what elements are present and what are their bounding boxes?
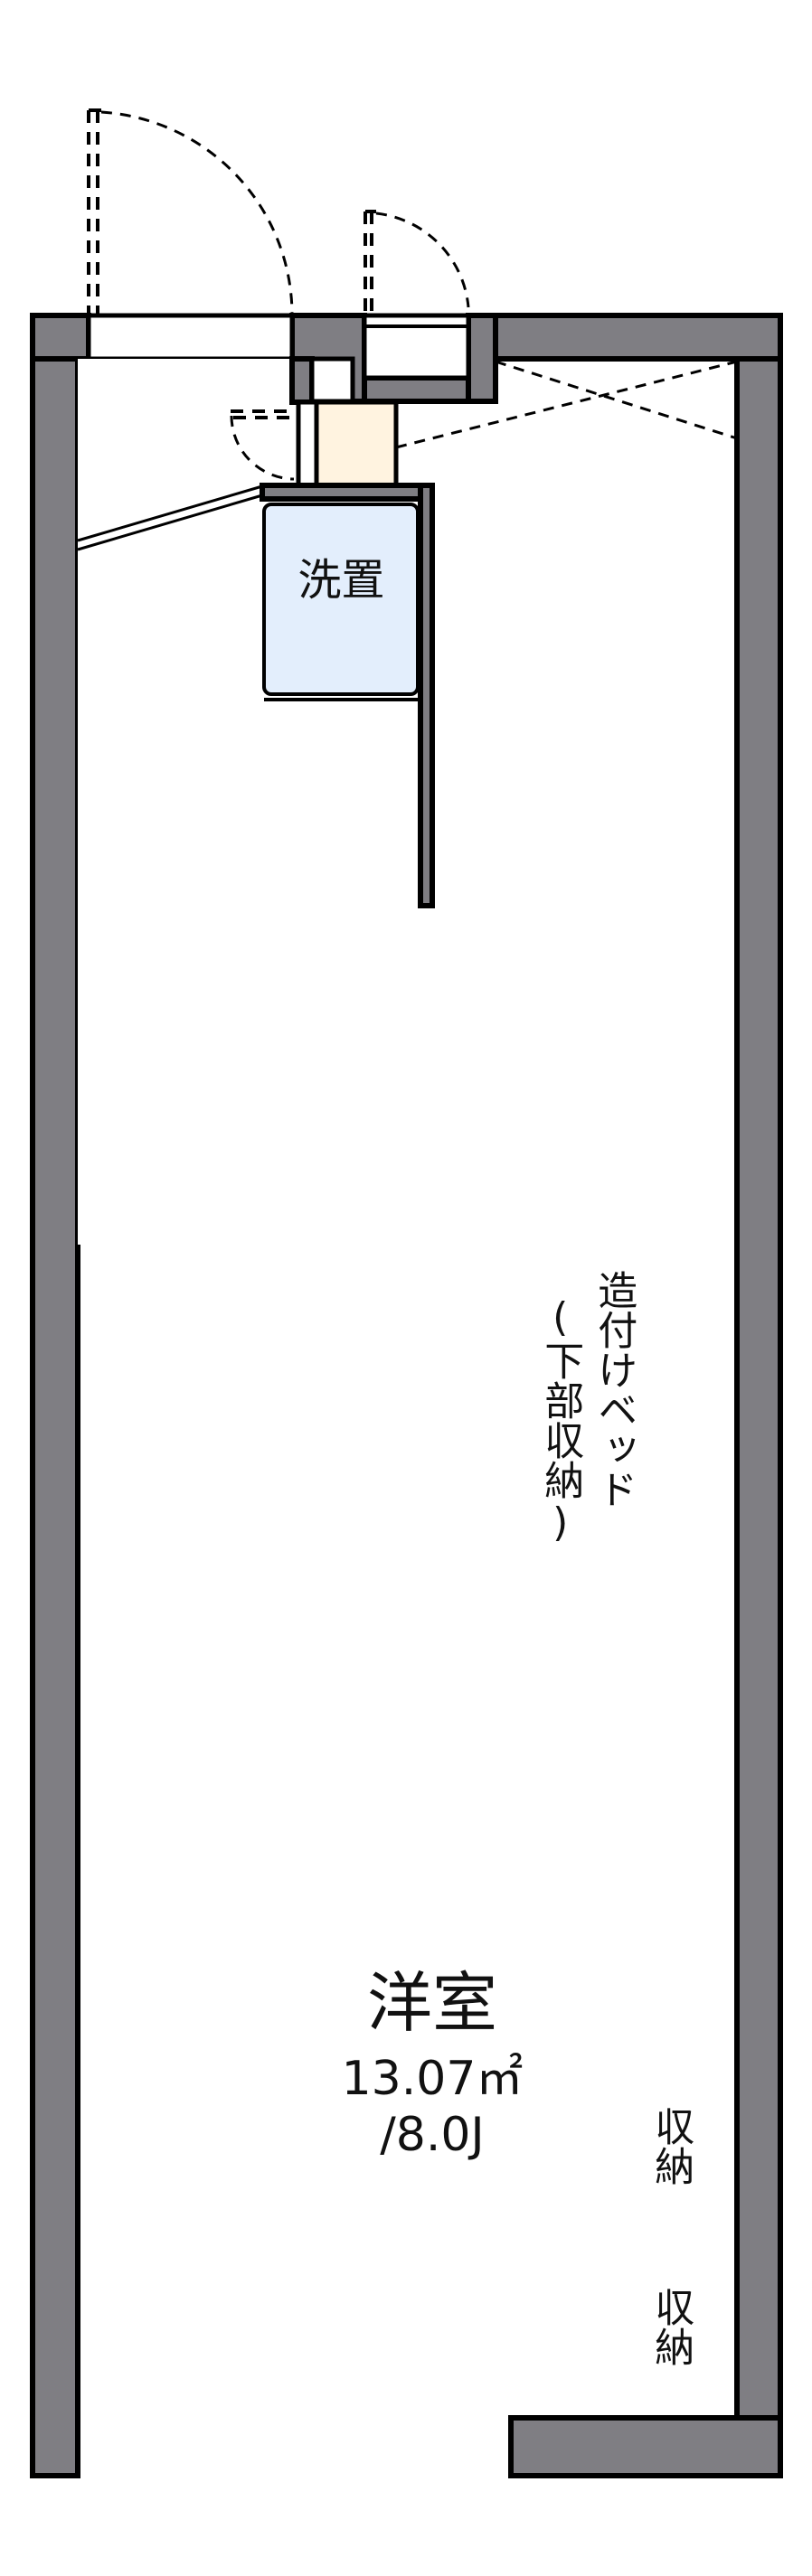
built-in-bed-label: 造付けベッド <box>590 1270 637 1509</box>
room-name: 洋室 <box>366 1965 497 2041</box>
small-door-swing <box>231 409 294 419</box>
ceiling-cross-upper <box>395 360 738 449</box>
entrance <box>86 108 295 362</box>
room-area: 13.07㎡ <box>341 2052 524 2106</box>
genkan-step <box>77 484 263 551</box>
small-door-arc <box>230 415 295 481</box>
storage-2-label: 収納 <box>647 2287 694 2366</box>
shoe-box-top <box>309 356 355 404</box>
meter-box <box>362 210 471 381</box>
washer-space <box>260 483 435 908</box>
built-in-bed-sublabel: (下部収納) <box>537 1294 584 1546</box>
room-tatami: /8.0J <box>380 2108 485 2162</box>
washer-space-label: 洗置 <box>297 555 385 606</box>
shoe-box-side <box>296 400 319 489</box>
shoe-box <box>314 400 399 489</box>
hall-floor <box>78 359 292 1245</box>
outer-walls <box>30 313 783 2478</box>
storage-1-label: 収納 <box>647 2106 694 2186</box>
entry-wall-block <box>289 356 315 405</box>
